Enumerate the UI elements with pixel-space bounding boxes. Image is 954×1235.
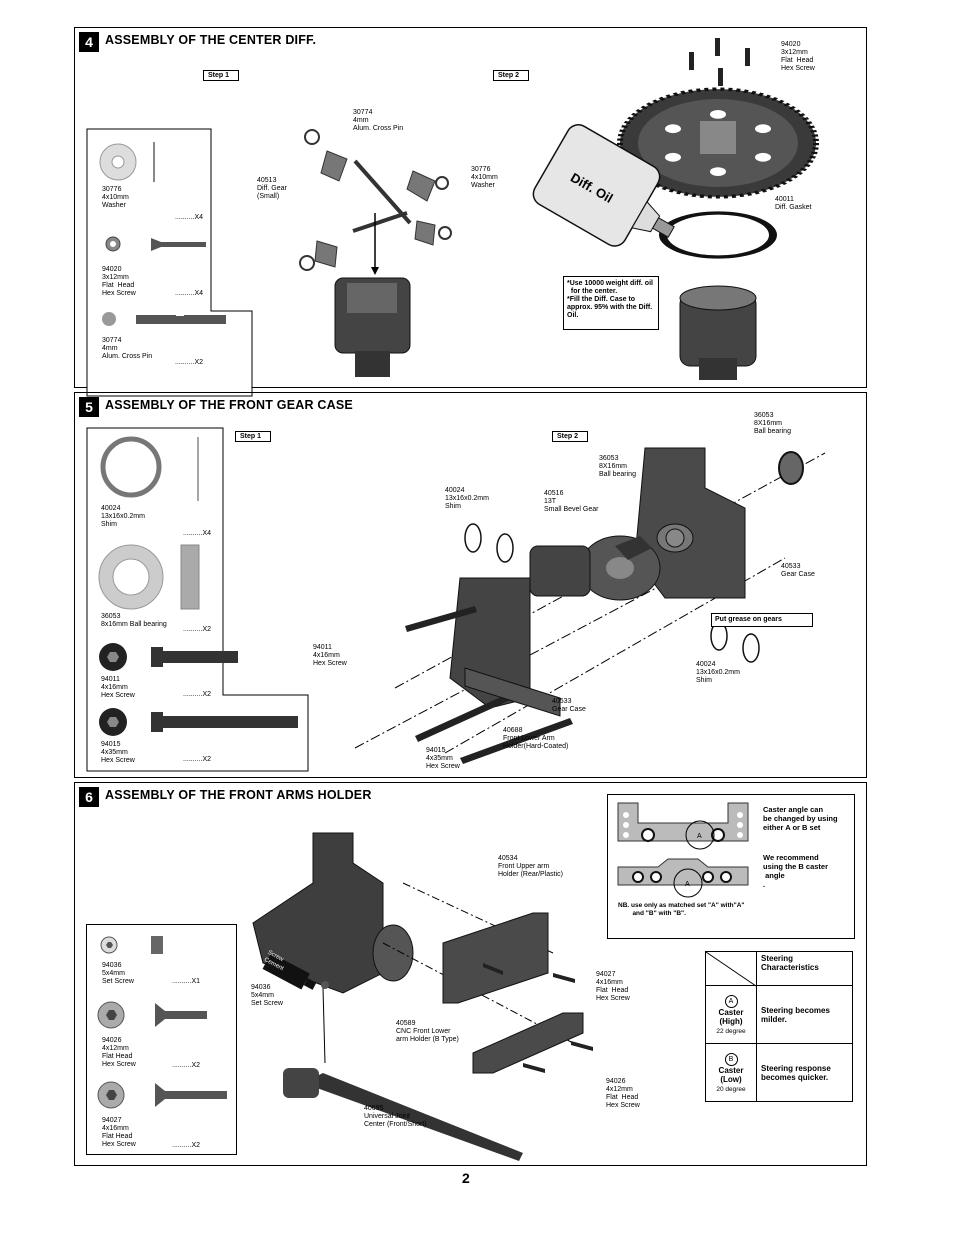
step6-caster-box: A A Caster angle can be changed by using… xyxy=(607,794,855,939)
step4-diffgear-callout: 40513 Diff. Gear (Small) xyxy=(257,177,287,200)
step5-grease-note: Put grease on gears xyxy=(711,613,813,627)
step6-parts-icons xyxy=(97,936,227,1109)
step6-assembly-drawing xyxy=(252,832,593,1161)
step6-caster-drawing: A A xyxy=(617,802,749,898)
step4-part3-qty: ..........X2 xyxy=(175,359,204,366)
step5-part1-qty: ..........X4 xyxy=(183,530,212,537)
step6-parts-box: 94036 5x4mm Set Screw ..........X1 94026… xyxy=(86,924,237,1155)
step4-oil-note: *Use 10000 weight diff. oil for the cent… xyxy=(563,276,659,330)
steering-row-a-caster: A Caster (High) 22 degree xyxy=(705,985,757,1044)
page-number: 2 xyxy=(462,1170,470,1186)
step6-number: 6 xyxy=(79,787,99,807)
step5-hex16-callout: 94011 4x16mm Hex Screw xyxy=(313,644,347,667)
steering-row-a-angle: 22 degree xyxy=(716,1027,746,1035)
step5-part4-qty: ..........X2 xyxy=(183,756,212,763)
step5-step1-label: Step 1 xyxy=(235,431,271,442)
step5-gearcase-drawing xyxy=(354,447,826,764)
step6-screw12-callout: 94026 4x12mm Flat Head Hex Screw xyxy=(606,1078,640,1109)
step4-spurgear-drawing: Diff. Oil xyxy=(532,38,819,380)
steering-row-a-name: Caster (High) xyxy=(718,1007,744,1026)
step6-part2-qty: ..........X2 xyxy=(172,1062,201,1069)
step6-part3-qty: ..........X2 xyxy=(172,1142,201,1149)
step6-caster-mark-a2: A xyxy=(685,881,690,888)
step4-gasket-callout: 40011 Diff. Gasket xyxy=(775,196,812,211)
step5-shim-left-callout: 40024 13x16x0.2mm Shim xyxy=(445,487,489,510)
step5-gearcase-right-callout: 40533 Gear Case xyxy=(781,563,815,578)
steering-row-b-mark: B xyxy=(724,1052,738,1066)
step5-number: 5 xyxy=(79,397,99,417)
step5-part1-label: 40024 13x16x0.2mm Shim xyxy=(101,505,145,528)
step5-parts-frame xyxy=(86,427,309,772)
steering-table-corner xyxy=(705,951,757,987)
step6-setscrew-callout: 94036 5x4mm Set Screw xyxy=(251,984,283,1007)
step6-caster-text1: Caster angle can be changed by using eit… xyxy=(763,805,838,832)
step4-part1-qty: ..........X4 xyxy=(175,214,204,221)
step5-part3-label: 94011 4x16mm Hex Screw xyxy=(101,676,135,699)
steering-row-a-desc: Steering becomes milder. xyxy=(756,985,853,1044)
step5-part3-qty: ..........X2 xyxy=(183,691,212,698)
steering-row-a-mark: A xyxy=(724,994,738,1008)
step6-part2-label: 94026 4x12mm Flat Head Hex Screw xyxy=(102,1037,136,1068)
step5-bevel-callout: 40516 13T Small Bevel Gear xyxy=(544,490,599,513)
steering-table-header: Steering Characteristics xyxy=(756,951,853,986)
step5-title: ASSEMBLY OF THE FRONT GEAR CASE xyxy=(105,398,353,412)
step5-panel: 5 ASSEMBLY OF THE FRONT GEAR CASE Step 1… xyxy=(74,392,867,778)
step4-step1-label: Step 1 xyxy=(203,70,239,81)
step6-screw16-callout: 94027 4x16mm Flat Head Hex Screw xyxy=(596,971,630,1002)
step5-bearing-top-callout: 36053 8X16mm Ball bearing xyxy=(754,412,791,435)
step4-parts-frame xyxy=(86,128,253,397)
step6-panel: 6 ASSEMBLY OF THE FRONT ARMS HOLDER 9403… xyxy=(74,782,867,1166)
step4-part3-label: 30774 4mm Alum. Cross Pin xyxy=(102,337,153,360)
step6-part1-qty: ..........X1 xyxy=(172,978,201,985)
step4-part2-label: 94020 3x12mm Flat Head Hex Screw xyxy=(102,266,136,297)
step6-steering-table: Steering Characteristics A Caster (High)… xyxy=(705,951,853,1102)
step4-number: 4 xyxy=(79,32,99,52)
step4-screw-callout: 94020 3x12mm Flat Head Hex Screw xyxy=(781,41,815,72)
step6-part1-label: 94036 5x4mm Set Screw xyxy=(102,962,134,985)
step5-bearing-mid-callout: 36053 8X16mm Ball bearing xyxy=(599,455,636,478)
step5-part2-qty: ..........X2 xyxy=(183,626,212,633)
step6-part3-label: 94027 4x16mm Flat Head Hex Screw xyxy=(102,1117,136,1148)
step4-panel: 4 ASSEMBLY OF THE CENTER DIFF. Step 1 St… xyxy=(74,27,867,397)
step6-upperholder-callout: 40534 Front Upper arm Holder (Rear/Plast… xyxy=(498,855,563,878)
step6-title: ASSEMBLY OF THE FRONT ARMS HOLDER xyxy=(105,788,372,802)
step5-step2-label: Step 2 xyxy=(552,431,588,442)
step5-gearcase-bottom-callout: 40533 Gear Case xyxy=(552,698,586,713)
step6-lowerholder-callout: 40589 CNC Front Lower arm Holder (B Type… xyxy=(396,1020,459,1043)
step4-diff-drawing xyxy=(299,129,452,377)
step6-caster-text2: We recommend using the B caster angle . xyxy=(763,853,829,889)
steering-row-b-desc: Steering response becomes quicker. xyxy=(756,1043,853,1102)
step6-caster-mark-a1: A xyxy=(697,833,702,840)
steering-row-b-caster: B Caster (Low) 20 degree xyxy=(705,1043,757,1102)
step5-part2-label: 36053 8x16mm Ball bearing xyxy=(101,613,167,628)
steering-table-diagonal xyxy=(705,951,757,987)
step5-hex35-callout: 94015 4x35mm Hex Screw xyxy=(426,747,460,770)
step4-part2-qty: ..........X4 xyxy=(175,290,204,297)
step6-caster-note: NB. use only as matched set "A" with"A" … xyxy=(618,902,745,917)
step5-part4-label: 94015 4x35mm Hex Screw xyxy=(101,741,135,764)
step5-armholder-callout: 40688 Front Lower Arm Holder(Hard-Coated… xyxy=(503,727,569,750)
step4-title: ASSEMBLY OF THE CENTER DIFF. xyxy=(105,33,317,47)
step4-crosspin-callout: 30774 4mm Alum. Cross Pin xyxy=(353,109,404,132)
step4-step2-label: Step 2 xyxy=(493,70,529,81)
step4-part1-label: 30776 4x10mm Washer xyxy=(102,186,129,209)
steering-row-b-angle: 20 degree xyxy=(716,1085,746,1093)
step4-washer-callout: 30776 4x10mm Washer xyxy=(471,166,498,189)
steering-row-b-name: Caster (Low) xyxy=(718,1065,744,1084)
step6-joint-callout: 40695 Universal Joint Center (Front/Shor… xyxy=(364,1105,427,1128)
step5-shim-right-callout: 40024 13x16x0.2mm Shim xyxy=(696,661,740,684)
